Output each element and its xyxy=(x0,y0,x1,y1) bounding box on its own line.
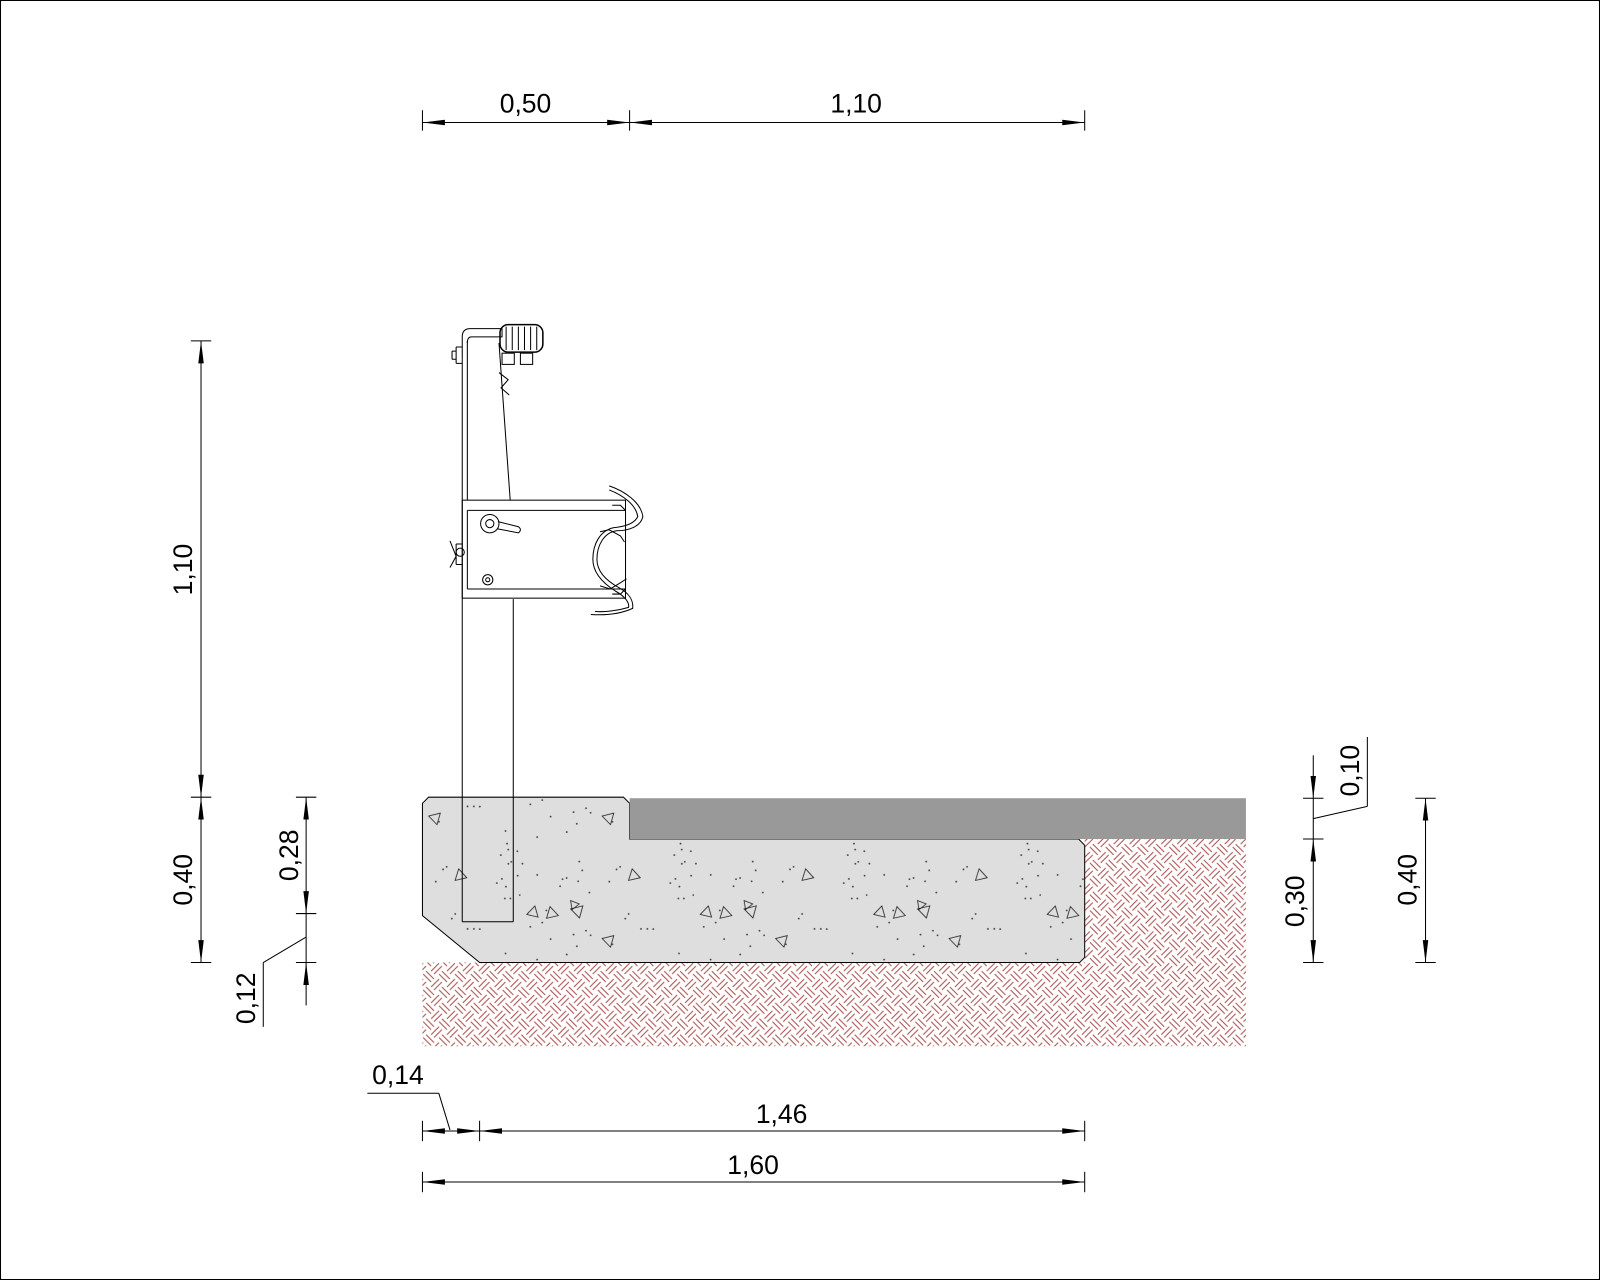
right-inner-label-lower: 0,30 xyxy=(1280,875,1310,927)
bottom-label-partial: 1,46 xyxy=(756,1099,808,1129)
fixing-hole-inner xyxy=(485,577,491,583)
w-beam-profile-outer xyxy=(590,485,644,616)
left-inner-leader-diagonal xyxy=(263,936,307,963)
bottom-label-total: 1,60 xyxy=(727,1150,779,1180)
top-dimension-chain: 0,50 1,10 xyxy=(421,88,1086,131)
bottom-chamfer-leader-diagonal xyxy=(438,1093,451,1131)
post-cap-channel xyxy=(461,328,503,360)
left-outer-label-lower: 0,40 xyxy=(168,854,198,906)
slotted-hole xyxy=(480,513,500,534)
cap-bolt-head xyxy=(499,323,544,353)
left-inner-label-lower: 0,12 xyxy=(231,972,261,1024)
left-inner-label-upper: 0,28 xyxy=(274,830,304,882)
asphalt-pavement-layer xyxy=(629,798,1246,840)
cap-nut-left xyxy=(501,352,515,365)
guardrail-post xyxy=(461,340,514,923)
post-tapered-edge xyxy=(498,342,511,501)
w-beam-rail xyxy=(590,485,644,616)
right-outer-label: 0,40 xyxy=(1392,854,1422,906)
slotted-hole-bolt xyxy=(485,519,495,529)
concrete-foundation xyxy=(421,796,1086,964)
right-inner-dimension-chain: 0,10 0,30 xyxy=(1280,736,1368,964)
soil-subgrade-hatch xyxy=(422,839,1246,1047)
right-inner-leader-diagonal xyxy=(1313,805,1368,820)
top-dimension-label-left: 0,50 xyxy=(500,88,552,118)
spacer-block-outline xyxy=(461,499,627,599)
fixing-hole xyxy=(482,574,494,586)
cap-nut-right xyxy=(519,352,534,365)
left-outer-dimension-chain: 1,10 0,40 xyxy=(168,340,212,964)
right-outer-dimension-chain: 0,40 xyxy=(1392,797,1436,964)
post-cap-assembly xyxy=(451,323,544,396)
right-inner-label-upper: 0,10 xyxy=(1335,745,1365,797)
spacer-top-lip xyxy=(612,504,626,511)
bottom-dimension-chain: 0,14 1,46 1,60 xyxy=(367,1060,1086,1193)
left-outer-label-upper: 1,10 xyxy=(168,544,198,596)
cap-clip xyxy=(498,372,510,396)
w-beam-profile-inner xyxy=(592,489,639,613)
spacer-side-bolt-head xyxy=(455,547,465,557)
left-inner-dimension-chain: 0,28 0,12 xyxy=(231,796,317,1027)
guardrail-spacer-block xyxy=(449,499,627,599)
bottom-label-chamfer: 0,14 xyxy=(372,1060,424,1090)
w-beam-clip-lower xyxy=(599,578,627,590)
slot-outline xyxy=(496,521,521,534)
w-beam-clip-upper xyxy=(599,529,625,543)
top-dimension-label-right: 1,10 xyxy=(830,88,882,118)
spacer-side-bolt xyxy=(449,540,463,568)
cap-side-bolt xyxy=(451,346,463,364)
